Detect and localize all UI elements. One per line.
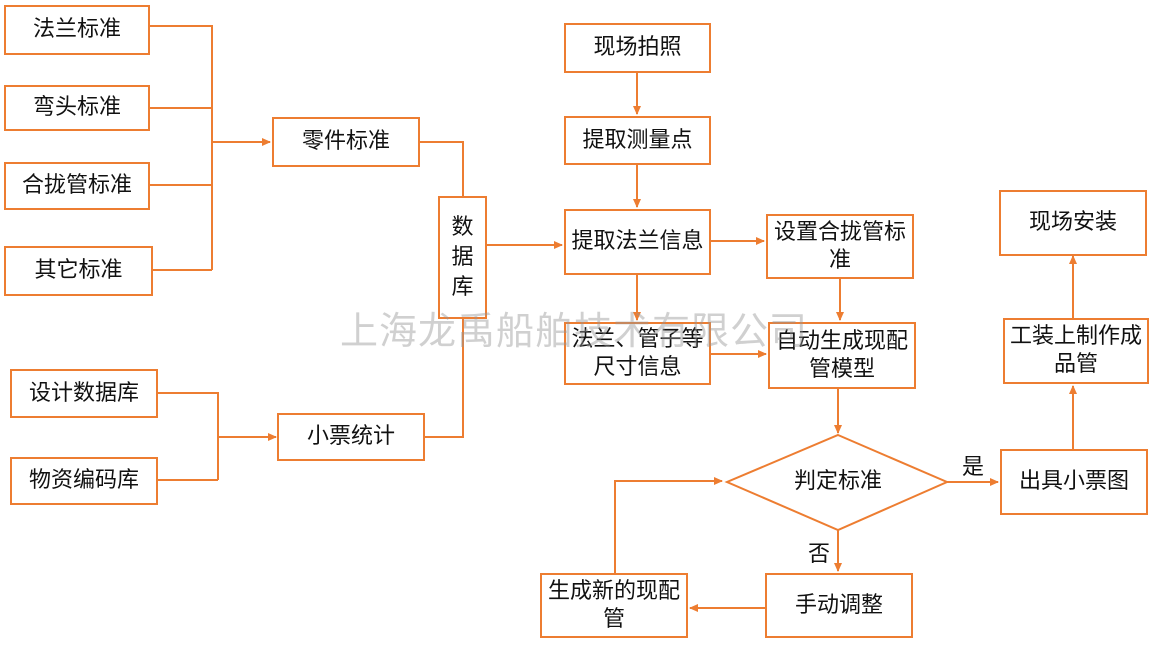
node-label: 判定标准 (794, 469, 883, 494)
new-pipe-box: 生成新的现配管 (540, 573, 688, 638)
set-closure-standard-box: 设置合拢管标准 (766, 214, 914, 279)
node-label: 数据库 (451, 214, 474, 300)
size-info-box: 法兰、管子等尺寸信息 (564, 322, 711, 385)
other-standard-box: 其它标准 (4, 246, 153, 296)
elbow-standard-box: 弯头标准 (4, 85, 150, 131)
node-label: 现场安装 (1028, 210, 1117, 235)
node-label: 合拢管标准 (21, 173, 132, 198)
parts-standard-box: 零件标准 (272, 117, 420, 167)
extract-flange-box: 提取法兰信息 (564, 209, 711, 275)
node-label: 物资编码库 (28, 468, 139, 493)
node-label: 零件标准 (301, 129, 390, 154)
connector-arrow (614, 477, 723, 573)
closure-pipe-standard-box: 合拢管标准 (4, 162, 150, 210)
node-label: 现场拍照 (593, 35, 682, 60)
node-label: 手动调整 (794, 592, 883, 618)
extract-points-box: 提取测量点 (564, 116, 711, 165)
site-install-box: 现场安装 (999, 190, 1147, 256)
node-label: 提取法兰信息 (571, 229, 704, 254)
no-label: 否 (808, 542, 831, 567)
fixture-make-box: 工装上制作成品管 (1003, 318, 1149, 384)
judge-diamond (724, 433, 950, 532)
node-label: 其它标准 (34, 258, 123, 283)
node-label: 自动生成现配管模型 (776, 328, 909, 382)
node-label: 法兰、管子等尺寸信息 (571, 326, 704, 380)
yes-label: 是 (962, 455, 985, 480)
material-code-database-box: 物资编码库 (10, 457, 158, 505)
watermark-text: 上海龙禹船舶技术有限公司 (340, 309, 809, 353)
connector-line (150, 25, 213, 270)
flange-standard-box: 法兰标准 (4, 5, 150, 55)
database-box: 数据库 (438, 196, 487, 319)
node-label: 小票统计 (306, 424, 395, 449)
connector-line (425, 319, 464, 438)
node-label: 提取测量点 (582, 127, 693, 153)
ticket-stats-box: 小票统计 (277, 413, 425, 461)
node-label: 设计数据库 (28, 380, 139, 406)
connector-line (420, 141, 464, 196)
node-label: 生成新的现配管 (548, 578, 681, 632)
node-label: 法兰标准 (32, 17, 121, 42)
judge-label: 判定标准 (788, 452, 888, 512)
node-label: 工装上制作成品管 (1010, 324, 1143, 377)
site-photo-box: 现场拍照 (564, 23, 711, 73)
design-database-box: 设计数据库 (10, 369, 158, 418)
node-label: 设置合拢管标准 (774, 219, 907, 273)
issue-ticket-box: 出具小票图 (1000, 449, 1148, 515)
auto-model-box: 自动生成现配管模型 (768, 322, 916, 389)
node-label: 弯头标准 (32, 95, 121, 120)
manual-adjust-box: 手动调整 (765, 573, 913, 638)
connector-line (158, 392, 219, 480)
node-label: 出具小票图 (1018, 469, 1129, 494)
